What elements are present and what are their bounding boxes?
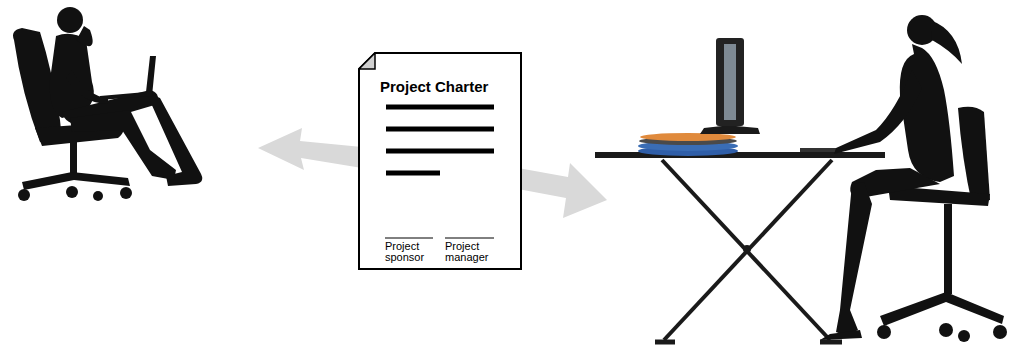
signature-line [385,238,494,239]
flow-arrow [258,128,362,170]
charter-document: Project CharterProject sponsor Project ma… [358,52,522,270]
sponsor-silhouette [13,7,202,201]
signature-label: Project manager [445,241,495,263]
folded-corner [359,53,375,69]
flow-arrow [518,163,607,218]
document-title: Project Charter [380,78,510,95]
text-rule [386,107,494,173]
desk-illustration [595,38,885,342]
manager-silhouette [820,15,1007,342]
signature-label: Project sponsor [385,241,435,263]
document-shape [359,53,521,269]
